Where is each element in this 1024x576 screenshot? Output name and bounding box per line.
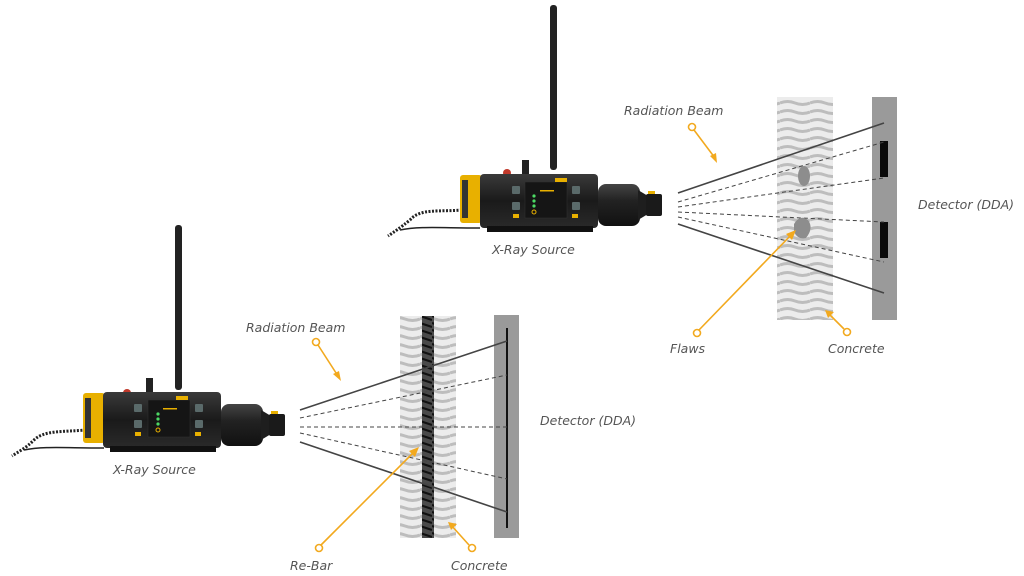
barrel-tip [646,194,662,216]
annotation-rebar [314,447,419,553]
concrete-label-bottom: Concrete [451,558,508,573]
flaw-2 [794,217,811,239]
top-diagram: X-Ray Source Radiation Beam [387,5,1014,356]
detector-dda-top [872,97,897,320]
antenna [175,225,182,390]
flaws-label: Flaws [670,341,706,356]
flaw-1 [798,166,810,186]
coiled-cable [11,428,87,458]
concrete-slab-top [777,97,833,320]
detector-element-1 [880,141,888,177]
annotation-radiation-beam-top [687,122,717,163]
cable [399,226,481,231]
xray-source-label-top: X-Ray Source [491,242,575,257]
xray-source-label-bottom: X-Ray Source [112,462,196,477]
radiation-beam-label-top: Radiation Beam [624,103,723,118]
antenna [550,5,557,170]
annotation-flaws [692,230,796,338]
connector-post [522,160,529,174]
connector-post [146,378,153,392]
detector-element-2 [880,222,888,258]
detector-label-top: Detector (DDA) [918,197,1014,212]
cable [23,446,105,451]
annotation-radiation-beam-bottom [311,337,341,381]
rebar-label: Re-Bar [290,558,333,573]
xray-source-device-top [387,5,662,238]
coiled-cable [387,208,463,238]
bottom-diagram: X-Ray Source Radiation Beam Re-Bar [11,225,636,573]
radiation-beam-top [677,122,885,294]
barrel-tip [269,414,285,436]
barrel [598,184,640,226]
annotation-concrete-top [825,310,852,337]
radiation-beam-label-bottom: Radiation Beam [246,320,345,335]
barrel [221,404,263,446]
concrete-label-top: Concrete [828,341,885,356]
annotation-concrete-bottom [448,522,477,553]
radiation-beam-bottom [299,340,508,513]
detector-label-bottom: Detector (DDA) [540,413,636,428]
xray-source-device-bottom [11,225,285,458]
control-panel [147,399,191,438]
control-panel [524,181,568,219]
